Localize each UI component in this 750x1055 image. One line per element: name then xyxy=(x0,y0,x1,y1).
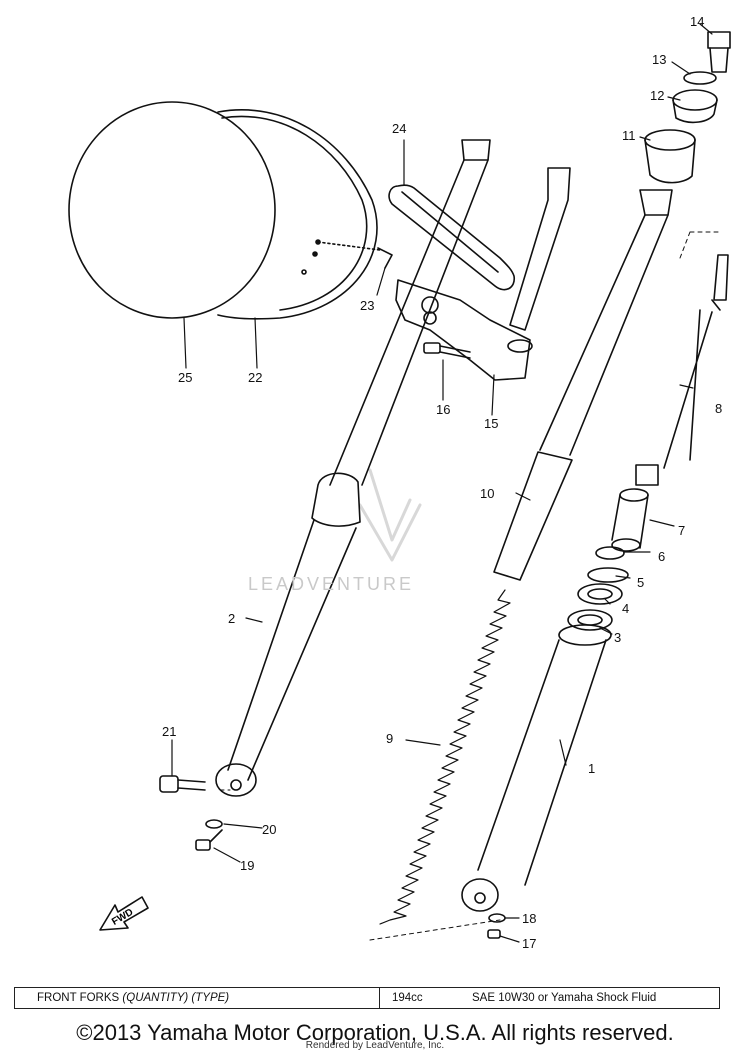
callout-4: 4 xyxy=(622,601,629,616)
callout-2: 2 xyxy=(228,611,235,626)
spec-quantity: 194cc xyxy=(392,992,423,1004)
under-bracket xyxy=(395,167,571,381)
o-ring-13 xyxy=(683,71,717,85)
collar-7 xyxy=(611,488,649,552)
callout-16: 16 xyxy=(436,402,450,417)
cover-rim xyxy=(217,109,378,320)
band-24 xyxy=(388,184,515,291)
leader-lines xyxy=(171,23,713,943)
callout-14: 14 xyxy=(690,14,704,29)
fwd-label: FWD xyxy=(110,907,135,928)
callout-9: 9 xyxy=(386,731,393,746)
spring-9 xyxy=(379,589,511,925)
assembly-guides xyxy=(219,231,719,941)
spring-clip-23 xyxy=(377,247,393,269)
screw-19 xyxy=(195,829,223,851)
bolt-16 xyxy=(423,342,471,359)
callout-24: 24 xyxy=(392,121,406,136)
callout-11: 11 xyxy=(622,128,636,143)
callout-6: 6 xyxy=(658,549,665,564)
cap-bolt-14 xyxy=(707,31,731,73)
callout-7: 7 xyxy=(678,523,685,538)
callout-17: 17 xyxy=(522,936,536,951)
callout-25: 25 xyxy=(178,370,192,385)
callout-19: 19 xyxy=(240,858,254,873)
exploded-parts-diagram: LEADVENTURE FWD 14 13 12 11 8 7 6 5 4 3 … xyxy=(68,14,731,951)
screw-17 xyxy=(487,929,501,939)
watermark-logo xyxy=(358,468,422,562)
callout-21: 21 xyxy=(162,724,176,739)
clip-6 xyxy=(595,546,625,560)
spec-type: SAE 10W30 or Yamaha Shock Fluid xyxy=(472,992,657,1004)
spec-label-prefix: FRONT FORKS xyxy=(37,992,120,1004)
callout-23: 23 xyxy=(360,298,374,313)
callout-5: 5 xyxy=(637,575,644,590)
callout-22: 22 xyxy=(248,370,262,385)
callout-10: 10 xyxy=(480,486,494,501)
callout-1: 1 xyxy=(588,761,595,776)
spec-label-italic: (QUANTITY) (TYPE) xyxy=(122,992,230,1004)
spec-table: FRONT FORKS (QUANTITY) (TYPE) 194cc SAE … xyxy=(14,987,720,1009)
callout-13: 13 xyxy=(652,52,666,67)
washer-20 xyxy=(205,819,223,829)
cover-disc xyxy=(68,101,276,319)
fwd-arrow-icon xyxy=(99,896,149,931)
washer-12 xyxy=(672,89,718,124)
callout-12: 12 xyxy=(650,88,664,103)
watermark-text: LEADVENTURE xyxy=(248,574,414,594)
callout-15: 15 xyxy=(484,416,498,431)
outer-tube-1 xyxy=(461,624,612,912)
inner-tube-10 xyxy=(493,189,673,581)
callout-3: 3 xyxy=(614,630,621,645)
bolt-21 xyxy=(159,775,206,793)
left-fork-tube xyxy=(215,139,491,797)
ring-5 xyxy=(587,567,629,583)
copyright-notice: ©2013 Yamaha Motor Corporation, U.S.A. A… xyxy=(76,1020,674,1045)
rendered-by-note: Rendered by LeadVenture, Inc. xyxy=(305,1040,445,1051)
seal-11 xyxy=(644,129,696,184)
seal-3 xyxy=(567,609,613,631)
callout-20: 20 xyxy=(262,822,276,837)
callout-18: 18 xyxy=(522,911,536,926)
spec-label: FRONT FORKS (QUANTITY) (TYPE) xyxy=(15,988,380,1008)
damper-rod-8 xyxy=(635,254,729,486)
washer-4 xyxy=(577,583,623,605)
callout-8: 8 xyxy=(715,401,722,416)
